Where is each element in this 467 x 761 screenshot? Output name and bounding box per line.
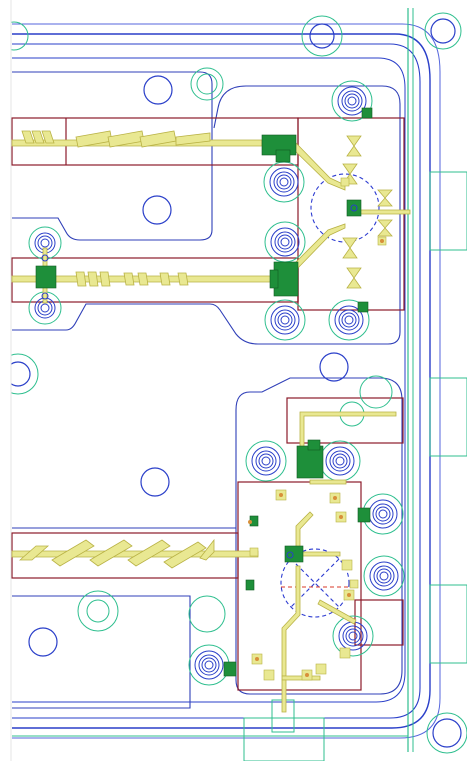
concentric-screw-icon: [328, 299, 370, 341]
rf-traces: [11, 130, 411, 713]
bowtie-stub-icon: [21, 130, 211, 148]
cavity-outlines: [12, 71, 403, 709]
concentric-screw-icon: [188, 644, 230, 686]
concentric-screw-icon: [245, 440, 287, 482]
via-ring-icon: [41, 292, 49, 300]
green-chip-icon: [296, 445, 324, 479]
green-chip-icon: [35, 265, 57, 289]
green-chip-icon: [223, 661, 237, 677]
fastener-clearance-rings: [0, 12, 467, 754]
concentric-screw-icon: [264, 299, 306, 341]
green-chip-icon-group: [35, 107, 373, 677]
via-ring-icon: [286, 551, 294, 559]
concentric-screw-icon: [263, 161, 305, 203]
bowtie-stub-icon: [18, 538, 215, 569]
concentric-screw-icon: [319, 440, 361, 482]
concentric-screw-icon: [264, 221, 306, 263]
smd-components: [248, 177, 387, 681]
mounting-holes: [5, 18, 462, 748]
green-chip-icon: [346, 199, 362, 217]
via-ring-icon-group: [41, 204, 358, 559]
concentric-screw-icon: [363, 555, 405, 597]
left-edge-margin: [0, 0, 11, 761]
housing-outline: [12, 8, 467, 761]
concentric-screw-icon: [331, 80, 373, 122]
bowtie-stub-icon: [342, 135, 393, 289]
via-ring-icon: [350, 204, 358, 212]
via-ring-icon: [41, 254, 49, 262]
green-chip-icon: [357, 507, 371, 523]
bowtie-stub-icon: [75, 271, 189, 287]
